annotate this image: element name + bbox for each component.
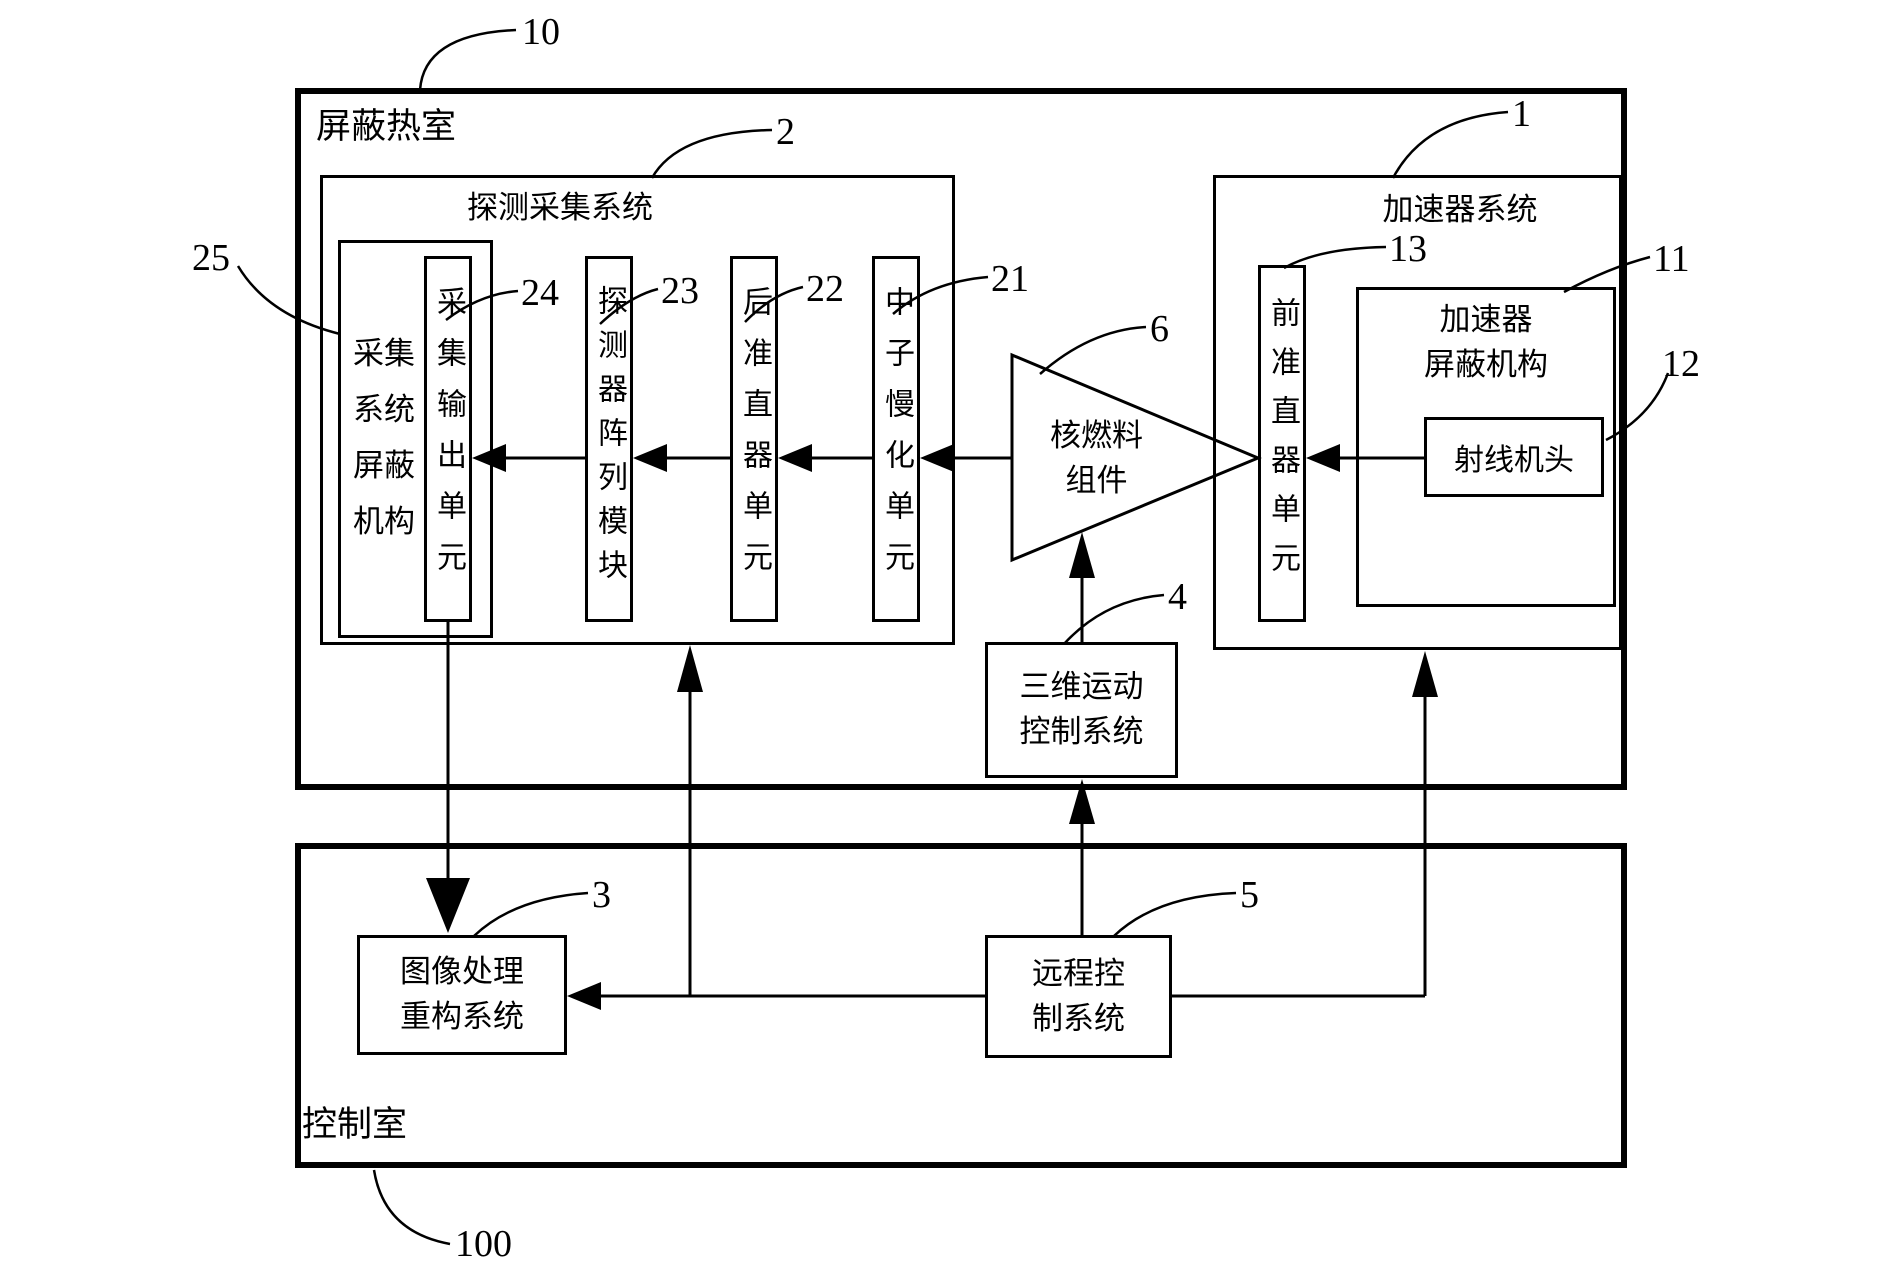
ref-3: 3: [592, 874, 611, 916]
ref-21: 21: [991, 258, 1029, 300]
remote-control-box: 远程控 制系统: [985, 935, 1172, 1058]
rear-collimator-box: 后准直器单元: [730, 256, 778, 622]
ref-11: 11: [1653, 238, 1690, 280]
neutron-moderator-box: 中子慢化单元: [872, 256, 920, 622]
acquisition-output-label: 采集输出单元: [431, 286, 466, 592]
acquisition-shield-box: [338, 240, 493, 638]
ref-13: 13: [1389, 228, 1427, 270]
ref-5: 5: [1240, 874, 1259, 916]
ref-6: 6: [1150, 308, 1169, 350]
rear-collimator-label: 后准直器单元: [737, 286, 772, 592]
accelerator-shield-box: [1356, 287, 1616, 607]
ray-head-box: 射线机头: [1424, 417, 1604, 497]
detection-system-box: [320, 175, 955, 645]
leader-100: [372, 1169, 451, 1246]
acquisition-shield-label: 采集 系统 屏蔽 机构: [353, 336, 415, 540]
motion-control-box: 三维运动 控制系统: [985, 642, 1178, 778]
front-collimator-label: 前准直器单元: [1265, 296, 1300, 591]
ref-22: 22: [806, 268, 844, 310]
accelerator-system-label: 加速器系统: [1382, 192, 1538, 228]
detection-system-label: 探测采集系统: [467, 190, 653, 226]
image-processing-label: 图像处理 重构系统: [400, 954, 524, 1035]
ref-25: 25: [192, 237, 230, 279]
ref-100: 100: [455, 1223, 512, 1263]
ref-24: 24: [521, 272, 559, 314]
detector-array-label: 探测器阵列模块: [592, 285, 627, 593]
remote-control-label: 远程控 制系统: [1032, 955, 1125, 1037]
acquisition-shield-label-wrap: 采集 系统 屏蔽 机构: [344, 240, 424, 638]
ref-4: 4: [1168, 576, 1187, 618]
detector-array-box: 探测器阵列模块: [585, 256, 633, 622]
front-collimator-box: 前准直器单元: [1258, 265, 1306, 622]
fuel-assembly-label: 核燃料 组件: [1050, 418, 1143, 499]
hot-cell-label: 屏蔽热室: [316, 107, 457, 147]
control-room-enclosure: [295, 843, 1627, 1168]
control-room-label: 控制室: [302, 1105, 408, 1145]
accelerator-shield-label: 加速器 屏蔽机构: [1424, 302, 1548, 383]
motion-control-label: 三维运动 控制系统: [1019, 669, 1144, 750]
neutron-moderator-label: 中子慢化单元: [879, 286, 914, 592]
ref-23: 23: [661, 270, 699, 312]
ref-2: 2: [776, 111, 795, 153]
ray-head-label: 射线机头: [1454, 443, 1574, 478]
ref-1: 1: [1512, 93, 1531, 135]
acquisition-output-box: 采集输出单元: [424, 256, 472, 622]
ref-10: 10: [522, 11, 560, 53]
leader-10: [418, 28, 517, 91]
image-processing-box: 图像处理 重构系统: [357, 935, 567, 1055]
ref-12: 12: [1662, 343, 1700, 385]
